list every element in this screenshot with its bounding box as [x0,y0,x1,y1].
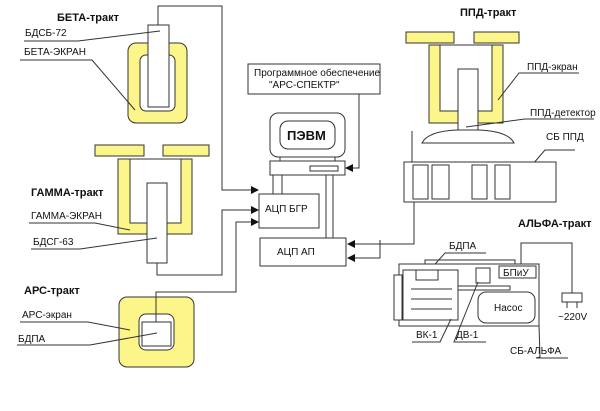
gamma-shield-cap-left [94,144,145,157]
alpha-sensor-label: ДВ-1 [456,330,479,341]
power-plug [561,292,583,303]
alpha-pump-box [477,291,536,324]
alpha-block-label: СБ-АЛЬФА [510,346,562,357]
alpha-chamber-label: ВК-1 [416,330,438,341]
alpha-block-leader [535,324,568,359]
gamma-signal-line [156,206,259,276]
ppd-detector-base [421,129,515,144]
pc-label: ПЭВМ [287,128,326,143]
alpha-power-label: ~220V [558,312,588,323]
ars-detector-body [141,321,172,347]
gamma-screen-label: ГАММА-ЭКРАН [31,211,102,222]
ppd-signal-line [347,202,415,248]
ppd-shield-cap-right [473,31,520,44]
beta-tract: БЕТА-тракт БДСБ-72 БЕТА-ЭКРАН [20,5,259,194]
adc-ap-label: АЦП АП [277,247,315,258]
ars-signal-line [155,218,259,322]
ppd-module-1 [412,164,429,200]
alpha-chamber-leader [412,318,452,343]
ars-detector-label: БДПА [18,334,46,345]
alpha-chamber-shelves [411,288,452,310]
ppd-block-label: СБ ППД [546,132,584,143]
ppd-detector-body [457,68,479,132]
adc-bgr-label: АЦП БГР [265,204,308,215]
gamma-shield-cap-right [162,144,210,157]
beta-detector-leader [24,30,161,42]
ppd-tract: ППД-тракт ППД-экран ППД-детектор СБ ППД [347,7,596,248]
beta-detector-label: БДСБ-72 [25,28,67,39]
ars-tract: АРС-тракт АРС-экран БДПА [17,218,259,368]
ars-screen-leader [20,321,131,331]
ars-detector-leader [17,332,158,346]
alpha-power-cable [520,242,573,293]
ppd-shield [428,44,504,124]
alpha-pump-label: Насос [494,303,522,314]
alpha-side-panel [393,274,403,321]
adc-ap-box [259,237,347,267]
alpha-detector-label: БДПА [449,241,477,252]
software-line2: "АРС-СПЕКТР" [269,80,340,91]
alpha-top-cable [424,259,516,264]
alpha-sensor-leader [453,281,486,343]
software-line1: Программное обеспечение [254,67,381,79]
gamma-detector-leader [31,237,158,250]
gamma-detector-body [146,182,168,264]
ppd-shield-cap-left [405,31,455,44]
beta-signal-line [157,5,259,194]
pc-cables [272,175,334,238]
gamma-screen-leader [29,222,131,231]
gamma-tract: ГАММА-тракт ГАММА-ЭКРАН БДСГ-63 [29,144,259,276]
beta-screen-label: БЕТА-ЭКРАН [24,47,86,58]
software-link-line [345,94,360,172]
monitor-screen [279,120,336,150]
drive-slot [309,165,339,172]
adc-bgr-box [258,193,320,229]
beta-title: БЕТА-тракт [57,12,120,24]
alpha-pipe [458,285,511,291]
alpha-psu-box [498,265,537,279]
beta-detector-body [147,24,170,108]
ppd-module-4 [494,164,511,200]
ppd-screen-label: ППД-экран [527,62,578,73]
gamma-detector-label: БДСГ-63 [33,237,74,248]
alpha-tract: АЛЬФА-тракт БДПА БПиУ Насос ~220V ВК-1 Д… [347,218,592,359]
ppd-title: ППД-тракт [460,7,517,19]
alpha-signal-line [347,240,381,262]
monitor-stand [279,156,336,162]
power-plug-pins [566,302,578,308]
computer: Программное обеспечение "АРС-СПЕКТР" ПЭВ… [247,63,381,267]
software-box [247,63,381,95]
ars-screen-label: АРС-экран [22,310,72,321]
ppd-detector-leader [465,118,594,128]
alpha-sensor-box [475,267,491,284]
alpha-title: АЛЬФА-тракт [518,218,592,230]
ppd-detector-label: ППД-детектор [530,108,596,119]
gamma-shield [117,158,193,235]
beta-shield [127,42,188,124]
alpha-detector-box [415,269,439,281]
alpha-psu-label: БПиУ [503,268,529,279]
ppd-module-3 [471,164,488,200]
beta-screen-leader [20,59,136,111]
ppd-module-2 [431,164,450,200]
ars-title: АРС-тракт [24,285,80,297]
ppd-screen-leader [497,72,579,101]
gamma-title: ГАММА-тракт [31,187,104,199]
